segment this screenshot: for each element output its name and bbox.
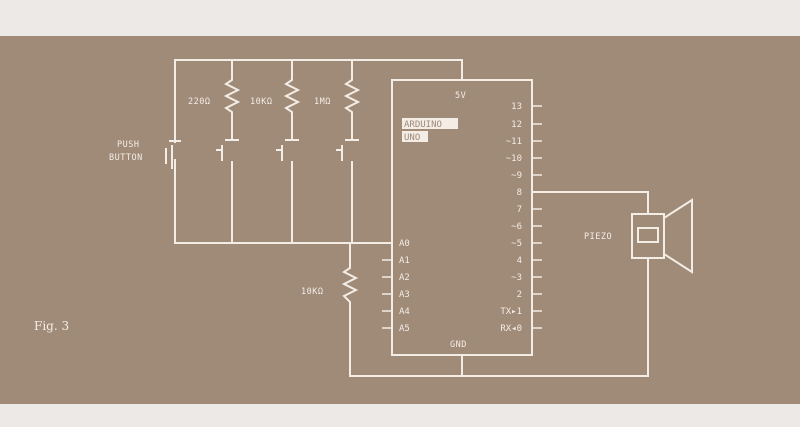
pin-a5: A5 bbox=[399, 324, 410, 334]
figure-caption: Fig. 3 bbox=[34, 319, 69, 333]
pin-6: ~6 bbox=[511, 222, 522, 232]
pin-5: ~5 bbox=[511, 239, 522, 249]
pin-13: 13 bbox=[511, 102, 522, 112]
pin-1: TX▸1 bbox=[500, 307, 522, 317]
branch-220-wire bbox=[223, 59, 241, 244]
resistor-label-1m: 1MΩ bbox=[314, 97, 331, 107]
push-label-2: BUTTON bbox=[109, 153, 143, 163]
pin-4: 4 bbox=[517, 256, 522, 266]
piezo-body bbox=[631, 213, 665, 259]
pin-9: ~9 bbox=[511, 171, 522, 181]
switch-220 bbox=[216, 139, 239, 161]
resistor-label-pulldown: 10KΩ bbox=[301, 287, 323, 297]
pin-0: RX◂0 bbox=[500, 324, 522, 334]
piezo-horn bbox=[662, 198, 693, 274]
arduino-model-bg bbox=[402, 131, 428, 142]
pin-2: 2 bbox=[517, 290, 522, 300]
piezo-label: PIEZO bbox=[584, 232, 612, 242]
push-label-1: PUSH bbox=[117, 140, 139, 150]
piezo-inner bbox=[637, 227, 659, 243]
arduino-title-bg bbox=[402, 118, 458, 129]
pin-a2: A2 bbox=[399, 273, 410, 283]
branch-1m-wire bbox=[343, 59, 361, 244]
branch-10k-wire bbox=[283, 59, 301, 244]
pin-a0: A0 bbox=[399, 239, 410, 249]
left-pin-labels: A0 A1 A2 A3 A4 A5 bbox=[399, 239, 410, 334]
pin-a4: A4 bbox=[399, 307, 410, 317]
push-button-switch bbox=[165, 140, 181, 169]
pulldown-resistor bbox=[341, 242, 649, 377]
pin-12: 12 bbox=[511, 120, 522, 130]
pin-a3: A3 bbox=[399, 290, 410, 300]
pin-7: 7 bbox=[517, 205, 522, 215]
ground-pin-label: GND bbox=[450, 340, 467, 350]
arduino-title: ARDUINO bbox=[404, 120, 442, 130]
right-pin-stubs bbox=[532, 105, 542, 329]
figure-panel bbox=[0, 36, 800, 404]
pin-10: ~10 bbox=[506, 154, 522, 164]
switch-10k bbox=[276, 139, 299, 161]
pin-11: ~11 bbox=[506, 137, 522, 147]
pin-8: 8 bbox=[517, 188, 522, 198]
pin8-wire bbox=[531, 191, 649, 215]
right-pin-labels: 13 12 ~11 ~10 ~9 8 7 ~6 ~5 4 ~3 2 TX▸1 R… bbox=[500, 102, 522, 334]
pin-a1: A1 bbox=[399, 256, 410, 266]
arduino-model: UNO bbox=[404, 133, 420, 143]
top-rail-wire bbox=[174, 59, 463, 81]
resistor-label-220: 220Ω bbox=[188, 97, 210, 107]
left-pin-stubs bbox=[382, 259, 392, 329]
power-pin-label: 5V bbox=[455, 91, 466, 101]
resistor-label-10k: 10KΩ bbox=[250, 97, 272, 107]
switch-1m bbox=[336, 139, 359, 161]
pin-3: ~3 bbox=[511, 273, 522, 283]
